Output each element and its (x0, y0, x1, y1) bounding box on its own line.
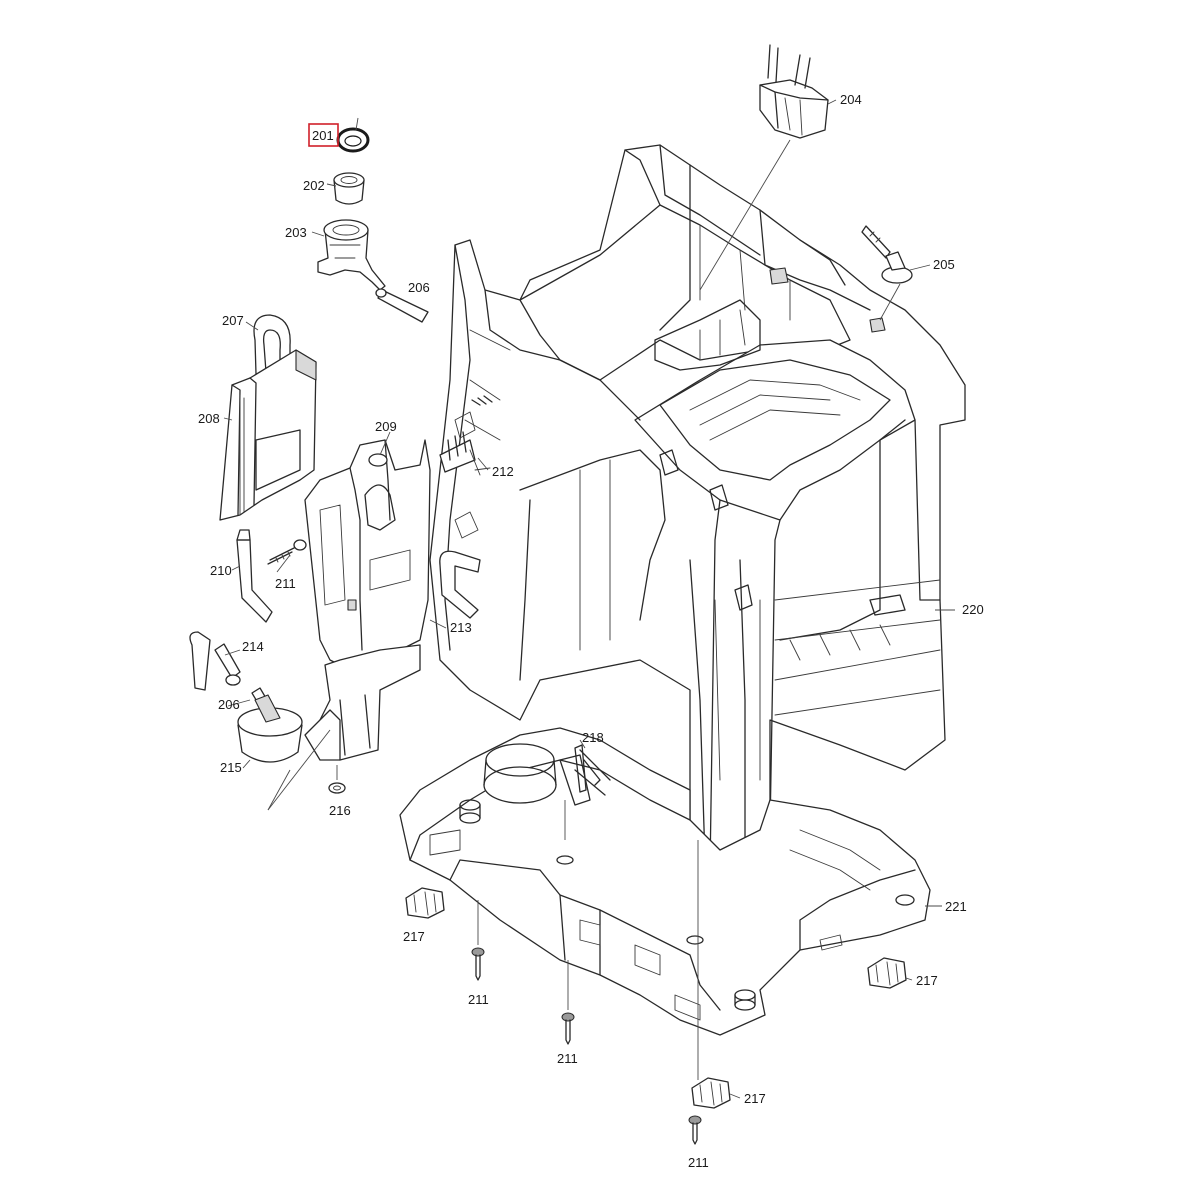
label-215: 215 (220, 760, 242, 775)
label-213: 213 (450, 620, 472, 635)
part-212-sensor (439, 395, 493, 476)
part-206-tube (375, 288, 429, 323)
part-215-pump (237, 694, 331, 811)
label-209: 209 (375, 419, 397, 434)
part-213-hose (439, 511, 481, 619)
label-217-right: 217 (916, 973, 938, 988)
part-205-connector (861, 225, 913, 284)
label-210: 210 (210, 563, 232, 578)
leader-lines (223, 99, 955, 1099)
part-204-bracket (699, 44, 829, 291)
label-211: 211 (275, 576, 296, 591)
part-218-clip (564, 744, 601, 840)
part-211-screw-b (561, 960, 575, 1045)
main-frame-220 (429, 144, 966, 871)
label-217-bottom: 217 (744, 1091, 766, 1106)
part-201-seal-ring (336, 117, 370, 153)
part-210-hose (236, 529, 273, 623)
label-221: 221 (945, 899, 967, 914)
label-206-lower: 206 (218, 697, 240, 712)
part-211-screw-c (688, 840, 702, 1145)
label-207: 207 (222, 313, 244, 328)
label-217-left: 217 (403, 929, 425, 944)
label-206: 206 (408, 280, 430, 295)
part-217-foot-right (867, 957, 907, 989)
label-220: 220 (962, 602, 984, 617)
part-labels: 201 202 203 204 205 206 207 208 209 210 … (198, 92, 984, 1170)
base-plate-221 (399, 727, 931, 1036)
part-216-nut (328, 765, 346, 794)
part-209-holder (304, 439, 431, 761)
label-204: 204 (840, 92, 862, 107)
label-208: 208 (198, 411, 220, 426)
label-216: 216 (329, 803, 351, 818)
label-211-b: 211 (557, 1051, 578, 1066)
label-211-a: 211 (468, 992, 489, 1007)
label-212: 212 (492, 464, 514, 479)
label-218: 218 (582, 730, 604, 745)
label-203: 203 (285, 225, 307, 240)
highlight-box-201 (308, 123, 339, 147)
part-211-screw-a (471, 900, 485, 981)
label-205: 205 (933, 257, 955, 272)
part-203-holder (317, 219, 386, 291)
label-214: 214 (242, 639, 264, 654)
label-201: 201 (312, 128, 334, 143)
label-211-c: 211 (688, 1155, 709, 1170)
part-202-bushing (333, 172, 365, 205)
label-202: 202 (303, 178, 325, 193)
part-217-foot-bottom (691, 1077, 731, 1109)
part-208-reservoir (219, 349, 317, 521)
part-217-foot-left (405, 887, 445, 919)
part-214-hose (189, 631, 241, 691)
part-211-screw-upper (267, 539, 307, 565)
